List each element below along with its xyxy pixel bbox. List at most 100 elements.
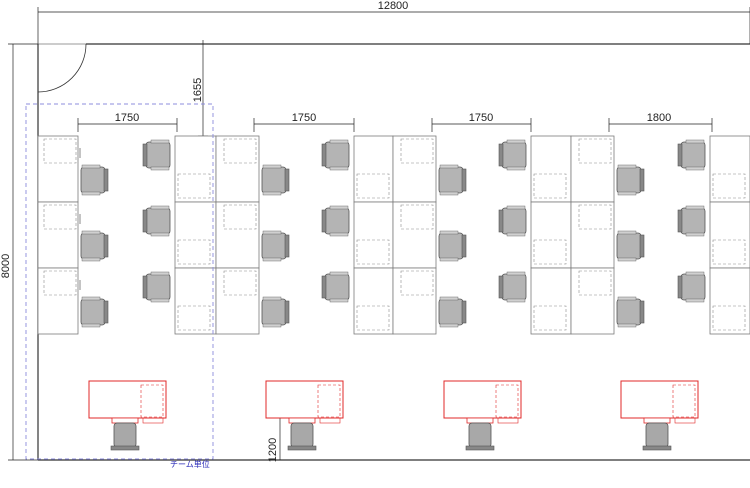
chair-arm <box>150 232 170 237</box>
manager-chair-seat <box>468 422 492 448</box>
chair-seat <box>616 298 642 326</box>
desk-drawer <box>356 239 390 265</box>
chair-arm <box>685 271 705 276</box>
chair-col1-l-2 <box>321 271 350 303</box>
chair-arm <box>506 139 526 144</box>
desk-col2-b-2 <box>570 267 615 335</box>
chair-col3-l-2 <box>677 271 706 303</box>
spacing-label-2: 1750 <box>292 112 316 124</box>
chair-arm <box>329 298 349 303</box>
top-aisle-label: 1655 <box>192 78 204 102</box>
desk-drawer <box>712 305 746 331</box>
manager-desk-4 <box>620 380 699 424</box>
chair-back <box>321 275 327 299</box>
manager-chair-arm <box>288 417 316 424</box>
chair-col2-r-0 <box>616 164 645 196</box>
chair-seat <box>680 207 706 235</box>
chair-arm <box>439 323 459 328</box>
desk-col0-b-1 <box>215 201 260 269</box>
chair-back <box>103 234 109 258</box>
manager-drawer <box>672 384 696 418</box>
desk-col2-a-1 <box>530 201 572 269</box>
manager-chair-back <box>110 445 140 451</box>
desk-col1-a-0 <box>353 135 394 203</box>
desk-drawer <box>177 305 211 331</box>
chair-arm <box>329 271 349 276</box>
desk-drawer <box>177 173 211 199</box>
chair-arm <box>506 166 526 171</box>
chair-back <box>639 300 645 324</box>
team-unit-boundary <box>25 103 214 460</box>
desk-drawer <box>578 138 612 164</box>
chair-arm <box>617 164 637 169</box>
chair-back <box>321 209 327 233</box>
team-unit-label: チーム単位 <box>170 459 210 469</box>
chair-seat <box>80 232 106 260</box>
chair-arm <box>685 298 705 303</box>
chair-back <box>639 234 645 258</box>
chair-seat <box>680 141 706 169</box>
chair-seat <box>501 273 527 301</box>
desk-drawer <box>356 305 390 331</box>
chair-left-1 <box>80 230 109 262</box>
desk-drawer <box>578 204 612 230</box>
manager-chair-seat <box>290 422 314 448</box>
chair-seat <box>680 273 706 301</box>
desk-col3-a-1 <box>709 201 750 269</box>
chair-col0-r-2 <box>261 296 290 328</box>
chair-seat <box>438 232 464 260</box>
chair-arm <box>685 139 705 144</box>
chair-arm <box>81 296 101 301</box>
chair-col1-l-0 <box>321 139 350 171</box>
desk-col3-a-2 <box>709 267 750 335</box>
manager-desk-top <box>443 380 522 419</box>
desk-drawer <box>533 173 567 199</box>
chair-back <box>677 143 683 167</box>
manager-desks <box>88 380 699 451</box>
spacing-label-3: 1750 <box>469 112 493 124</box>
manager-drawer <box>140 384 164 418</box>
manager-drawer <box>317 384 341 418</box>
desk-col1-b-2 <box>392 267 437 335</box>
chair-arm <box>439 164 459 169</box>
chair-back <box>498 143 504 167</box>
chair-arm <box>150 205 170 210</box>
desk-col1-b-0 <box>392 135 437 203</box>
chair-col0-l-1 <box>142 205 171 237</box>
chair-seat <box>80 298 106 326</box>
chair-col2-l-2 <box>498 271 527 303</box>
manager-chair-arm <box>466 417 494 424</box>
chair-back <box>461 168 467 192</box>
chair-col2-r-2 <box>616 296 645 328</box>
desk-col2-b-1 <box>570 201 615 269</box>
manager-chair-back <box>642 445 672 451</box>
chair-back <box>284 234 290 258</box>
chair-back <box>498 209 504 233</box>
manager-return <box>674 417 696 424</box>
chair-seat <box>616 166 642 194</box>
chair-arm <box>81 164 101 169</box>
chair-back <box>103 300 109 324</box>
chair-arm <box>262 296 282 301</box>
chair-arm <box>150 271 170 276</box>
chair-col3-l-1 <box>677 205 706 237</box>
chair-arm <box>685 232 705 237</box>
chair-col0-l-0 <box>142 139 171 171</box>
chair-back <box>321 143 327 167</box>
chair-arm <box>617 257 637 262</box>
manager-chair-seat <box>113 422 137 448</box>
desk-drawer <box>223 204 257 230</box>
chair-arm <box>617 323 637 328</box>
chair-back <box>677 275 683 299</box>
chair-arm <box>685 205 705 210</box>
manager-desk-2 <box>265 380 344 424</box>
chair-arm <box>262 191 282 196</box>
chair-arm <box>439 257 459 262</box>
manager-return <box>142 417 164 424</box>
desk-col3-a-0 <box>709 135 750 203</box>
manager-chair-back <box>465 445 495 451</box>
chair-arm <box>262 323 282 328</box>
chair-arm <box>81 323 101 328</box>
chair-seat <box>145 141 171 169</box>
chair-arm <box>617 191 637 196</box>
